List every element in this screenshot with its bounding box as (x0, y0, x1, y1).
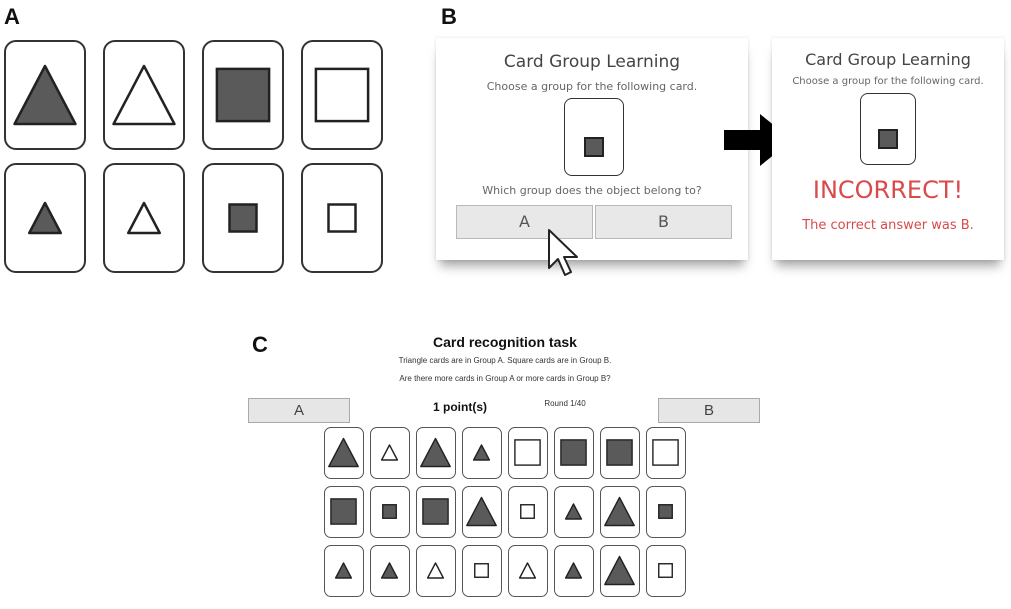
example-card (202, 40, 284, 150)
example-card (4, 163, 86, 273)
large-filled-square-icon (606, 439, 633, 466)
small-filled-triangle-icon (334, 562, 353, 579)
screen-title: Card Group Learning (805, 50, 971, 69)
grid-card (416, 486, 456, 538)
points-display: 1 point(s) (433, 400, 487, 414)
grid-card (370, 486, 410, 538)
grid-card (324, 427, 364, 479)
example-card (103, 40, 185, 150)
large-filled-square-icon (215, 67, 271, 123)
grid-card (508, 486, 548, 538)
round-counter: Round 1/40 (544, 399, 586, 408)
learning-screen-feedback: Card Group Learning Choose a group for t… (772, 38, 1004, 260)
grid-card (370, 545, 410, 597)
task-instruction: Triangle cards are in Group A. Square ca… (398, 356, 612, 365)
example-card (103, 163, 185, 273)
grid-card (646, 486, 686, 538)
example-card (301, 163, 383, 273)
grid-card (600, 545, 640, 597)
grid-card (600, 486, 640, 538)
small-empty-square-icon (327, 203, 357, 233)
small-empty-triangle-icon (518, 562, 537, 579)
learning-screen-question: Card Group Learning Choose a group for t… (436, 38, 748, 260)
example-card (202, 163, 284, 273)
stimulus-card (860, 93, 916, 165)
large-filled-square-icon (330, 498, 357, 525)
incorrect-feedback: INCORRECT! (812, 176, 964, 204)
grid-card (462, 427, 502, 479)
grid-card (324, 486, 364, 538)
large-filled-triangle-icon (328, 437, 359, 468)
screen-subtitle: Choose a group for the following card. (792, 76, 984, 87)
stimulus-card (564, 98, 624, 176)
grid-card (554, 486, 594, 538)
small-filled-square-icon (658, 504, 673, 519)
large-empty-square-icon (314, 67, 370, 123)
large-filled-triangle-icon (604, 555, 635, 586)
screen-subtitle: Choose a group for the following card. (486, 80, 698, 93)
large-empty-triangle-icon (112, 64, 176, 126)
grid-card (324, 545, 364, 597)
grid-card (508, 427, 548, 479)
grid-card (462, 545, 502, 597)
panel-label-a: A (4, 4, 20, 29)
small-filled-square-icon (228, 203, 258, 233)
grid-card (646, 545, 686, 597)
small-empty-square-icon (520, 504, 535, 519)
small-filled-square-icon (878, 129, 898, 149)
large-filled-triangle-icon (13, 64, 77, 126)
small-filled-triangle-icon (564, 503, 583, 520)
question-text: Which group does the object belong to? (482, 184, 702, 197)
large-filled-square-icon (560, 439, 587, 466)
example-card (301, 40, 383, 150)
small-empty-square-icon (474, 563, 489, 578)
small-empty-triangle-icon (380, 444, 399, 461)
answer-b-button[interactable]: B (658, 398, 760, 423)
large-empty-square-icon (514, 439, 541, 466)
grid-card (646, 427, 686, 479)
grid-card (554, 427, 594, 479)
answer-a-button[interactable]: A (248, 398, 350, 423)
grid-card (416, 427, 456, 479)
correct-answer-text: The correct answer was B. (802, 218, 974, 233)
screen-title: Card Group Learning (503, 52, 681, 72)
grid-card (508, 545, 548, 597)
panel-label-c: C (252, 332, 268, 357)
large-filled-square-icon (422, 498, 449, 525)
small-empty-triangle-icon (127, 201, 161, 235)
small-filled-square-icon (382, 504, 397, 519)
grid-card (416, 545, 456, 597)
group-a-button[interactable]: A (456, 205, 593, 239)
group-b-button[interactable]: B (595, 205, 732, 239)
small-filled-triangle-icon (564, 562, 583, 579)
large-empty-square-icon (652, 439, 679, 466)
task-title: Card recognition task (433, 334, 577, 350)
cursor-icon (548, 229, 578, 276)
example-card (4, 40, 86, 150)
small-filled-triangle-icon (380, 562, 399, 579)
grid-card (600, 427, 640, 479)
small-filled-square-icon (584, 137, 604, 157)
small-filled-triangle-icon (472, 444, 491, 461)
small-empty-square-icon (658, 563, 673, 578)
large-filled-triangle-icon (604, 496, 635, 527)
small-filled-triangle-icon (28, 201, 62, 235)
panel-label-b: B (441, 4, 457, 29)
grid-card (462, 486, 502, 538)
grid-card (554, 545, 594, 597)
large-filled-triangle-icon (466, 496, 497, 527)
large-filled-triangle-icon (420, 437, 451, 468)
small-empty-triangle-icon (426, 562, 445, 579)
task-question: Are there more cards in Group A or more … (399, 374, 611, 383)
grid-card (370, 427, 410, 479)
